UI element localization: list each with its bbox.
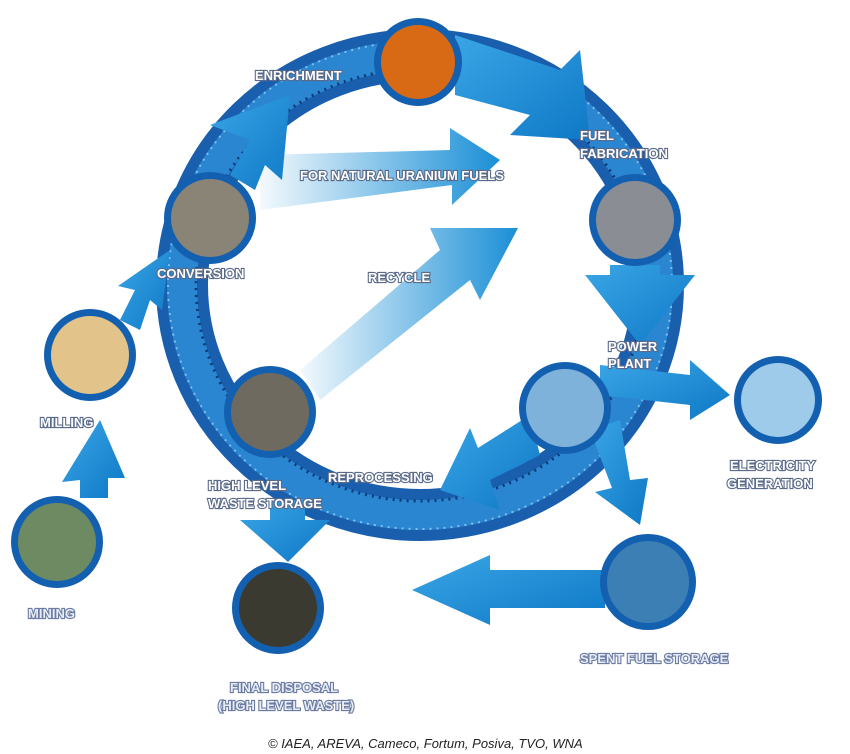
- spent-fuel-photo: [600, 534, 696, 630]
- conversion-photo: [164, 172, 256, 264]
- fuel-fabrication-photo: [589, 174, 681, 266]
- final-disposal-photo: [232, 562, 324, 654]
- arrow-mining-to-milling: [62, 420, 125, 498]
- waste-storage-photo: [224, 366, 316, 458]
- label-conversion: CONVERSION: [157, 266, 244, 281]
- arrow-recycle: [300, 228, 518, 400]
- label-waste-line2: WASTE STORAGE: [208, 496, 322, 511]
- arrow-plant-to-spent-fuel: [590, 420, 648, 525]
- enrichment-photo: [374, 18, 462, 106]
- label-electricity-line2: GENERATION: [727, 476, 813, 491]
- milling-photo: [44, 309, 136, 401]
- arrow-spent-fuel-to-disposal: [412, 555, 605, 625]
- label-spent-fuel: SPENT FUEL STORAGE: [580, 651, 729, 666]
- arrow-waste-to-disposal: [240, 500, 330, 562]
- label-final-disposal-line2: (HIGH LEVEL WASTE): [218, 698, 354, 713]
- flow-arrows: [62, 35, 730, 625]
- arrow-natural-uranium: [260, 128, 500, 210]
- mining-photo: [11, 496, 103, 588]
- label-enrichment: ENRICHMENT: [255, 68, 342, 83]
- label-final-disposal-line1: FINAL DISPOSAL: [230, 680, 338, 695]
- label-waste-line1: HIGH LEVEL: [208, 478, 286, 493]
- electricity-photo: [734, 356, 822, 444]
- arrow-fabrication-to-plant: [585, 265, 695, 345]
- label-mining: MINING: [28, 606, 75, 621]
- label-milling: MILLING: [40, 415, 93, 430]
- power-plant-photo: [519, 362, 611, 454]
- arrow-plant-to-electricity: [600, 360, 730, 420]
- label-recycle: RECYCLE: [368, 270, 430, 285]
- copyright-notice: © IAEA, AREVA, Cameco, Fortum, Posiva, T…: [268, 736, 583, 751]
- arrow-milling-to-conversion: [118, 250, 170, 330]
- arrow-enrichment-to-fabrication: [455, 35, 590, 140]
- label-power-line1: POWER: [608, 339, 658, 354]
- label-fuel-line1: FUEL: [580, 128, 614, 143]
- stage-discs: [11, 18, 822, 654]
- label-natural-uranium: FOR NATURAL URANIUM FUELS: [300, 168, 504, 183]
- label-electricity-line1: ELECTRICITY: [730, 458, 816, 473]
- arrow-to-reprocessing: [440, 415, 540, 510]
- label-reprocessing: REPROCESSING: [328, 470, 433, 485]
- label-fuel-line2: FABRICATION: [580, 146, 668, 161]
- label-power-line2: PLANT: [608, 356, 651, 371]
